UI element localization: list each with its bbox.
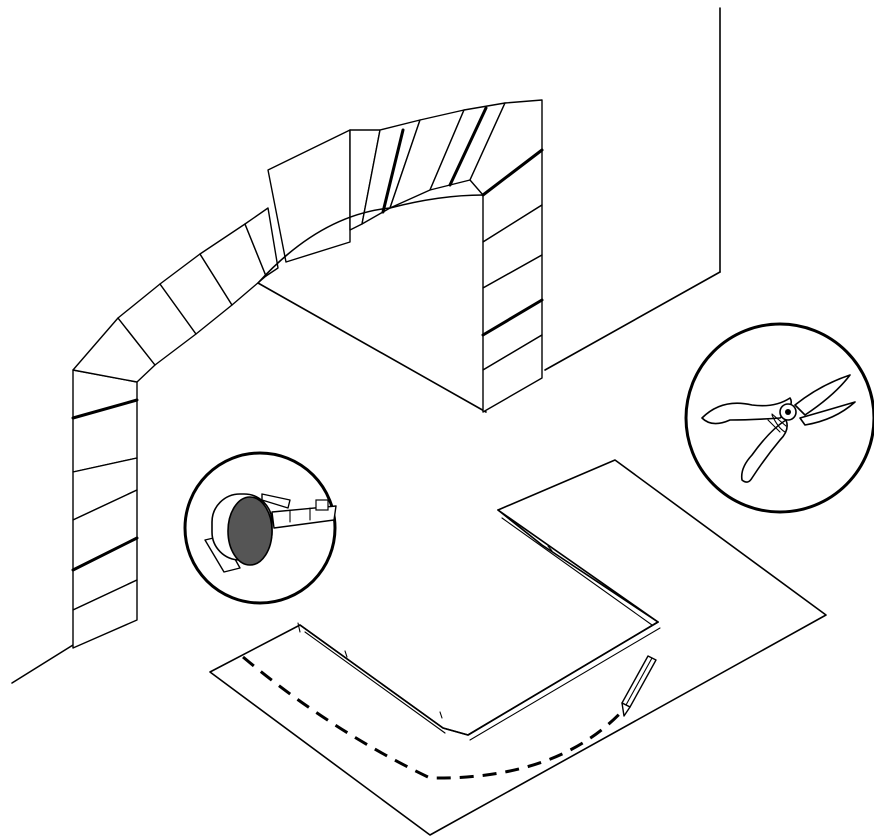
tape-measure-icon	[185, 453, 336, 603]
pruning-shears-icon	[686, 324, 874, 512]
